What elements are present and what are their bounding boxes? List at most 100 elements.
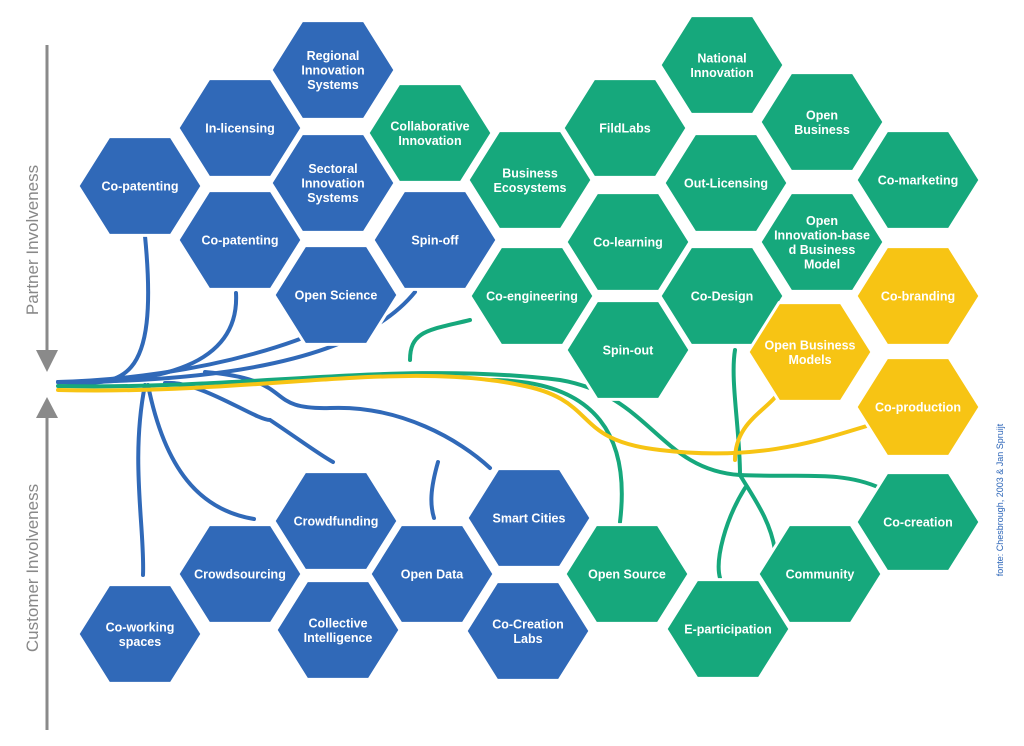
hexagon-spin-off: Spin-off: [371, 189, 499, 291]
blue-connector: [136, 383, 147, 577]
blue-connector: [56, 234, 151, 385]
hexagon-co-engineering: Co-engineering: [468, 245, 596, 347]
hexagon-open-source: Open Source: [563, 523, 691, 625]
hexagon-label: Community: [786, 568, 855, 582]
hexagon-shape: [564, 191, 692, 293]
hexagon-shape: [746, 301, 874, 403]
hexagon-label: Ecosystems: [494, 181, 567, 195]
green-connector: [738, 473, 777, 552]
hexagon-spin-out: Spin-out: [564, 299, 692, 401]
hexagon-out-licensing: Out-Licensing: [662, 132, 790, 234]
hexagon-shape: [758, 71, 886, 173]
arrow-down-icon: [36, 350, 58, 372]
hexagon-shape: [854, 356, 982, 458]
hexagon-community: Community: [756, 523, 884, 625]
hexagon-label: Co-patenting: [201, 234, 278, 248]
hexagon-label: Spin-off: [411, 234, 459, 248]
hexagon-shape: [274, 579, 402, 681]
hexagon-label: Co-marketing: [878, 174, 959, 188]
hexagon-e-participation: E-participation: [664, 578, 792, 680]
hexagon-co-marketing: Co-marketing: [854, 129, 982, 231]
hexagon-label: Collaborative: [390, 119, 469, 133]
hexagon-open-data: Open Data: [368, 523, 496, 625]
hexagon-label: Systems: [307, 191, 358, 205]
hexagon-co-learning: Co-learning: [564, 191, 692, 293]
hexagon-grid: RegionalInnovationSystemsIn-licensingSec…: [76, 14, 982, 685]
hexagon-shape: [176, 77, 304, 179]
hexagon-shape: [272, 470, 400, 572]
hexagon-label: Innovation: [398, 134, 461, 148]
hexagon-label: Co-production: [875, 401, 961, 415]
hexagon-shape: [466, 129, 594, 231]
hexagon-shape: [468, 245, 596, 347]
hexagon-shape: [854, 471, 982, 573]
green-connector: [488, 378, 624, 524]
green-connector: [731, 348, 742, 477]
hexagon-label: d Business: [789, 243, 856, 257]
hexagon-shape: [464, 580, 592, 682]
hexagon-label: Crowdfunding: [294, 515, 379, 529]
hexagon-shape: [564, 299, 692, 401]
hexagon-co-patenting-1: Co-patenting: [76, 135, 204, 237]
hexagon-label: Smart Cities: [493, 512, 566, 526]
yellow-connector: [56, 373, 872, 456]
hexagon-label: Co-branding: [881, 290, 955, 304]
hexagon-in-licensing: In-licensing: [176, 77, 304, 179]
hexagon-shape: [854, 245, 982, 347]
hexagon-label: Business: [502, 166, 558, 180]
hexagon-label: Co-learning: [593, 236, 662, 250]
hexagon-shape: [758, 191, 886, 293]
hexagon-shape: [371, 189, 499, 291]
hexagon-label: E-participation: [684, 623, 772, 637]
hexagon-label: Co-Creation: [492, 617, 564, 631]
hexagon-shape: [272, 244, 400, 346]
hexagon-label: Co-creation: [883, 516, 952, 530]
hexagon-label: National: [697, 51, 746, 65]
hexagon-shape: [176, 189, 304, 291]
source-credit: fonte: Chesbrough, 2003 & Jan Spruijt: [995, 423, 1005, 576]
hexagon-label: Open: [806, 214, 838, 228]
partner-axis: Partner Involveness: [23, 45, 58, 372]
hexagon-label: Intelligence: [304, 631, 373, 645]
hexagon-label: Model: [804, 257, 840, 271]
hexagon-label: Open Data: [401, 568, 465, 582]
hexagon-label: Out-Licensing: [684, 177, 768, 191]
hexagon-label: Sectoral: [308, 162, 357, 176]
hexagon-shape: [368, 523, 496, 625]
hexagon-label: Business: [794, 123, 850, 137]
hexagon-label: Open: [806, 108, 838, 122]
blue-connector: [429, 460, 440, 520]
hexagon-label: Collective: [308, 616, 367, 630]
hexagon-co-branding: Co-branding: [854, 245, 982, 347]
hexagon-label: Systems: [307, 78, 358, 92]
customer-axis: Customer Involveness: [23, 397, 58, 730]
hexagon-label: Innovation: [301, 64, 364, 78]
hexagon-label: Co-engineering: [486, 290, 578, 304]
hexagon-co-patenting-2: Co-patenting: [176, 189, 304, 291]
hexagon-label: Innovation: [301, 177, 364, 191]
hexagon-shape: [465, 467, 593, 569]
hexagon-crowdfunding: Crowdfunding: [272, 470, 400, 572]
hexagon-label: Models: [788, 353, 831, 367]
hexagon-shape: [756, 523, 884, 625]
hexagon-fildlabs: FildLabs: [561, 77, 689, 179]
hexagon-shape: [561, 77, 689, 179]
hexagon-co-creation: Co-creation: [854, 471, 982, 573]
hexagon-label: In-licensing: [205, 122, 274, 136]
hexagon-label: Regional: [307, 49, 360, 63]
hexagon-shape: [76, 135, 204, 237]
arrow-up-icon: [36, 397, 58, 418]
hexagon-label: spaces: [119, 635, 161, 649]
hexagon-label: Spin-out: [603, 344, 655, 358]
hexagon-label: Labs: [513, 632, 542, 646]
hexagon-shape: [269, 132, 397, 234]
hexagon-co-production: Co-production: [854, 356, 982, 458]
